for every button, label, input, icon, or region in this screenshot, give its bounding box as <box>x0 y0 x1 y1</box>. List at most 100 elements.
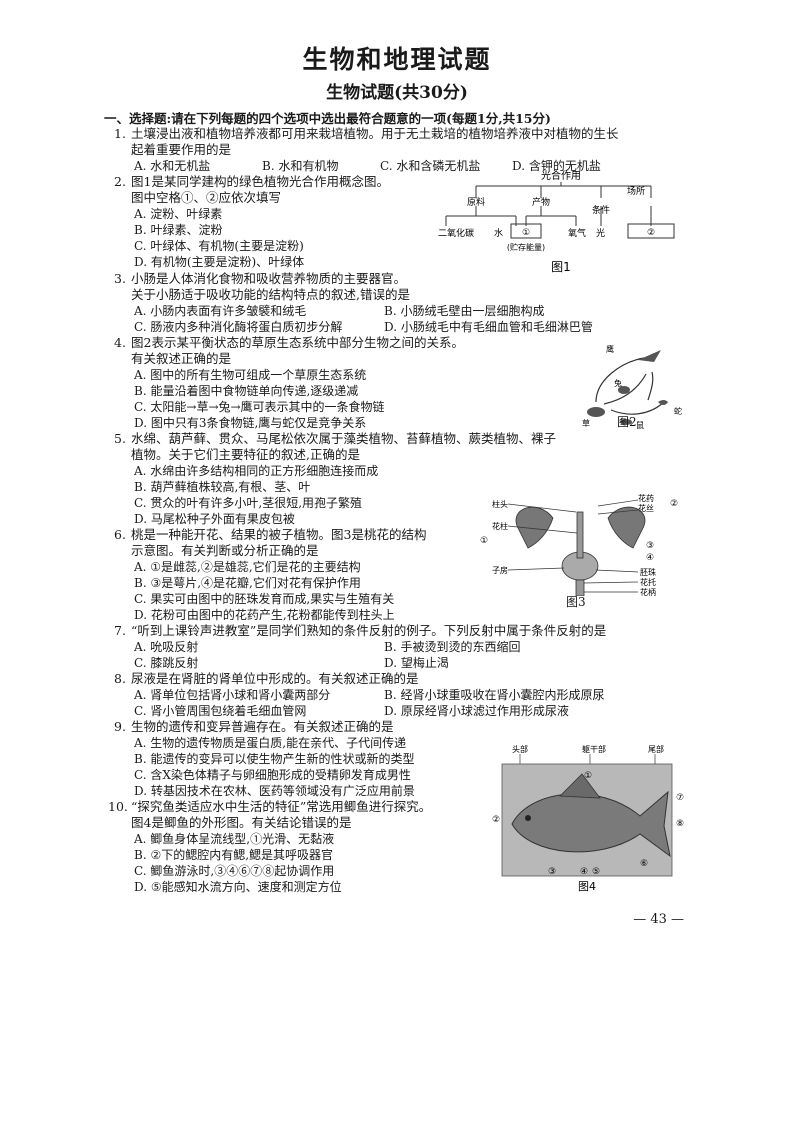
option-a: A. 水和无机盐 <box>134 159 211 173</box>
option-a: A. 肾单位包括肾小球和肾小囊两部分 <box>134 688 331 702</box>
question-stem: 小肠是人体消化食物和吸收营养物质的主要器官。 <box>131 271 407 286</box>
fig4-marker-8: ⑧ <box>676 819 684 829</box>
fig1-energy-label: (贮存能量) <box>507 242 545 252</box>
mouse-icon <box>620 419 632 425</box>
fig1-light-label: 光 <box>596 227 605 239</box>
question-stem: 图2表示某平衡状态的草原生态系统中部分生物之间的关系。 <box>131 335 464 350</box>
question-stem: “听到上课铃声进教室”是同学们熟知的条件反射的例子。下列反射中属于条件反射的是 <box>131 623 607 638</box>
question-number: 7. <box>114 623 126 638</box>
question-number: 6. <box>114 527 126 542</box>
fig4-marker-1: ① <box>584 771 592 781</box>
fig2-label-grass: 草 <box>582 418 590 428</box>
figure-4-fish-diagram: 头部 躯干部 尾部 ① ② ③ ④ ⑤ ⑥ ⑦ ⑧ 图4 <box>492 744 684 893</box>
question-stem: 有关叙述正确的是 <box>131 351 232 366</box>
question-stem: 生物的遗传和变异普遍存在。有关叙述正确的是 <box>131 719 394 734</box>
question-stem: 土壤浸出液和植物培养液都可用来栽培植物。用于无土栽培的植物培养液中对植物的生长 <box>131 126 619 141</box>
question-stem: 示意图。有关判断或分析正确的是 <box>131 543 319 558</box>
fig1-caption: 图1 <box>551 260 571 274</box>
fig1-top-label: 光合作用 <box>541 169 581 182</box>
question-number: 8. <box>114 671 126 686</box>
option-a: A. 生物的遗传物质是蛋白质,能在亲代、子代间传递 <box>134 736 407 750</box>
option-b: B. 经肾小球重吸收在肾小囊腔内形成原尿 <box>384 688 605 702</box>
style-shape <box>576 511 584 559</box>
question-stem: “探究鱼类适应水中生活的特征”常选用鲫鱼进行探究。 <box>131 799 432 814</box>
section-heading: 一、选择题:请在下列每题的四个选项中选出最符合题意的一项(每题1分,共15分) <box>104 111 551 126</box>
option-b: B. 能量沿着图中食物链单向传递,逐级递减 <box>134 384 359 398</box>
question-stem: 桃是一种能开花、结果的被子植物。图3是桃花的结构 <box>131 527 427 542</box>
fig3-label-pedicel: 花柄 <box>640 587 656 596</box>
option-a: A. 图中的所有生物可组成一个草原生态系统 <box>134 368 367 382</box>
option-c: C. 膝跳反射 <box>134 656 199 670</box>
option-a: A. ①是雌蕊,②是雄蕊,它们是花的主要结构 <box>134 560 361 574</box>
fig3-label-style: 花柱 <box>492 521 508 531</box>
fig4-marker-2: ② <box>492 815 500 825</box>
question-number: 2. <box>114 174 126 189</box>
question-stem: 图中空格①、②应依次填写 <box>131 190 282 205</box>
question-stem: 图1是某同学建构的绿色植物光合作用概念图。 <box>131 174 389 189</box>
petal-left <box>515 506 554 549</box>
eagle-icon <box>638 350 661 362</box>
option-b: B. ③是萼片,④是花瓣,它们对花有保护作用 <box>134 576 361 590</box>
fig3-label-anther: 花药 <box>638 493 654 503</box>
option-c: C. 肠液内多种消化酶将蛋白质初步分解 <box>134 320 343 334</box>
option-d: D. 含钾的无机盐 <box>512 159 601 173</box>
option-a: A. 淀粉、叶绿素 <box>134 207 223 221</box>
fig3-marker-2: ② <box>670 499 678 509</box>
fig4-marker-7: ⑦ <box>676 793 684 803</box>
page-title: 生物和地理试题 <box>302 45 492 74</box>
fig3-marker-1: ① <box>480 536 488 546</box>
option-d: D. 转基因技术在农林、医药等领域没有广泛应用前景 <box>134 784 415 798</box>
fig3-label-stigma: 柱头 <box>492 499 508 509</box>
option-b: B. 叶绿素、淀粉 <box>134 223 223 237</box>
option-b: B. 水和有机物 <box>262 159 339 173</box>
option-c: C. 含X染色体精子与卵细胞形成的受精卵发育成男性 <box>134 768 411 782</box>
fig4-label-head: 头部 <box>512 744 528 754</box>
option-d: D. 原尿经肾小球滤过作用形成尿液 <box>384 704 569 718</box>
petal-right <box>607 506 646 549</box>
page-number: — 43 — <box>633 912 684 927</box>
stalk-shape <box>575 579 585 596</box>
question-stem: 关于小肠适于吸收功能的结构特点的叙述,错误的是 <box>131 287 410 302</box>
fig4-caption: 图4 <box>578 880 596 893</box>
option-c: C. 水和含磷无机盐 <box>380 159 481 173</box>
fish-body-shape <box>511 790 671 858</box>
question-number: 9. <box>114 719 126 734</box>
fig1-conditions-label: 条件 <box>592 204 610 216</box>
question-number: 10. <box>108 799 128 814</box>
question-number: 4. <box>114 335 126 350</box>
option-b: B. 葫芦藓植株较高,有根、茎、叶 <box>134 480 311 494</box>
option-d: D. 有机物(主要是淀粉)、叶绿体 <box>134 255 305 269</box>
fig2-label-mouse: 鼠 <box>636 421 644 430</box>
fig4-label-trunk: 躯干部 <box>582 744 606 754</box>
fig3-marker-4: ④ <box>646 553 654 563</box>
option-d: D. ⑤能感知水流方向、速度和测定方位 <box>134 880 342 894</box>
option-d: D. 小肠绒毛中有毛细血管和毛细淋巴管 <box>384 320 593 334</box>
fig1-co2-label: 二氧化碳 <box>438 227 474 239</box>
question-stem: 尿液是在肾脏的肾单位中形成的。有关叙述正确的是 <box>131 671 419 686</box>
question-number: 3. <box>114 271 126 286</box>
fig4-marker-4: ④ <box>580 867 588 877</box>
option-d: D. 马尾松种子外面有果皮包被 <box>134 512 295 526</box>
fig1-products-label: 产物 <box>532 196 550 208</box>
page-subtitle: 生物试题(共30分) <box>326 83 468 103</box>
rabbit-icon <box>618 386 630 394</box>
fig4-label-tail: 尾部 <box>648 744 664 754</box>
fig3-caption: 图3 <box>566 595 586 609</box>
fig4-marker-6: ⑥ <box>640 859 648 869</box>
fig1-materials-label: 原料 <box>467 196 485 208</box>
figure-1-concept-map: 光合作用 原料 产物 条件 场所 二氧化碳 水 ① (贮存能量) 氧气 光 ② … <box>438 169 675 274</box>
option-a: A. 小肠内表面有许多皱襞和绒毛 <box>134 304 307 318</box>
option-c: C. 鲫鱼游泳时,③④⑥⑦⑧起协调作用 <box>134 864 335 878</box>
fig3-label-filament: 花丝 <box>638 503 654 513</box>
fig2-label-snake: 蛇 <box>674 406 682 416</box>
figure-2-food-web: 鹰 兔 鼠 蛇 草 <box>582 344 682 430</box>
fig1-site-label: 场所 <box>627 186 645 197</box>
figure-3-flower-diagram: 柱头 花柱 子房 花药 花丝 ① ② ③ ④ 胚珠 花托 花柄 <box>480 493 678 596</box>
fig1-oxygen-label: 氧气 <box>568 227 586 239</box>
question-stem: 图4是鲫鱼的外形图。有关结论错误的是 <box>131 815 352 830</box>
question-stem: 起着重要作用的是 <box>131 142 232 157</box>
question-number: 1. <box>114 126 126 141</box>
fig1-blank1: ① <box>522 228 530 238</box>
snake-icon <box>658 400 668 405</box>
